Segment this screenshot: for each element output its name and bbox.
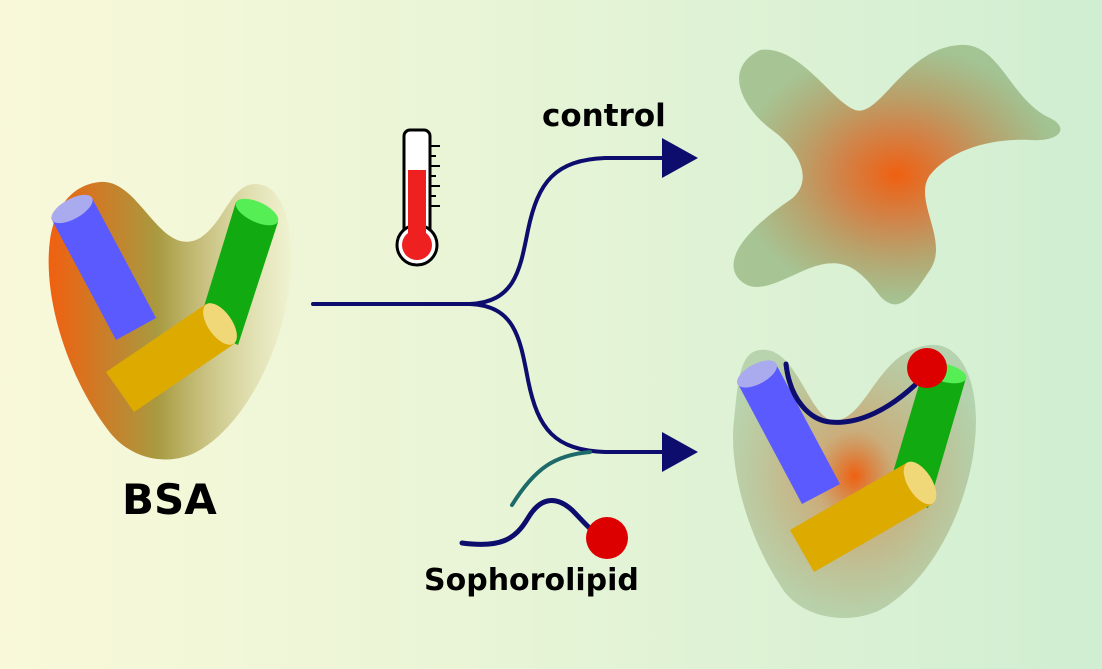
bound-lipid-head bbox=[907, 348, 947, 388]
bsa-protein bbox=[48, 181, 292, 460]
arrowhead-sophorolipid bbox=[662, 432, 698, 472]
sophorolipid-molecule bbox=[459, 498, 628, 559]
stabilized-protein bbox=[733, 344, 976, 618]
bsa-label: BSA bbox=[122, 475, 217, 524]
thermometer-icon bbox=[395, 128, 440, 267]
bound-lipid-tail bbox=[783, 361, 918, 425]
lipid-head bbox=[586, 517, 628, 559]
denatured-protein bbox=[733, 44, 1061, 305]
arrow-sophorolipid-path bbox=[468, 302, 674, 454]
helix-yellow-bound bbox=[790, 461, 937, 572]
control-label: control bbox=[542, 98, 666, 134]
helix-yellow bbox=[106, 303, 237, 412]
pathway-arrows bbox=[311, 156, 674, 454]
arrow-control-path bbox=[468, 156, 674, 306]
helix-blue bbox=[51, 194, 156, 340]
arrowhead-control bbox=[662, 138, 698, 178]
sophorolipid-join-line bbox=[510, 450, 592, 507]
sophorolipid-label: Sophorolipid bbox=[424, 563, 639, 598]
lipid-tail bbox=[459, 498, 601, 547]
helix-blue-bound bbox=[737, 360, 840, 504]
